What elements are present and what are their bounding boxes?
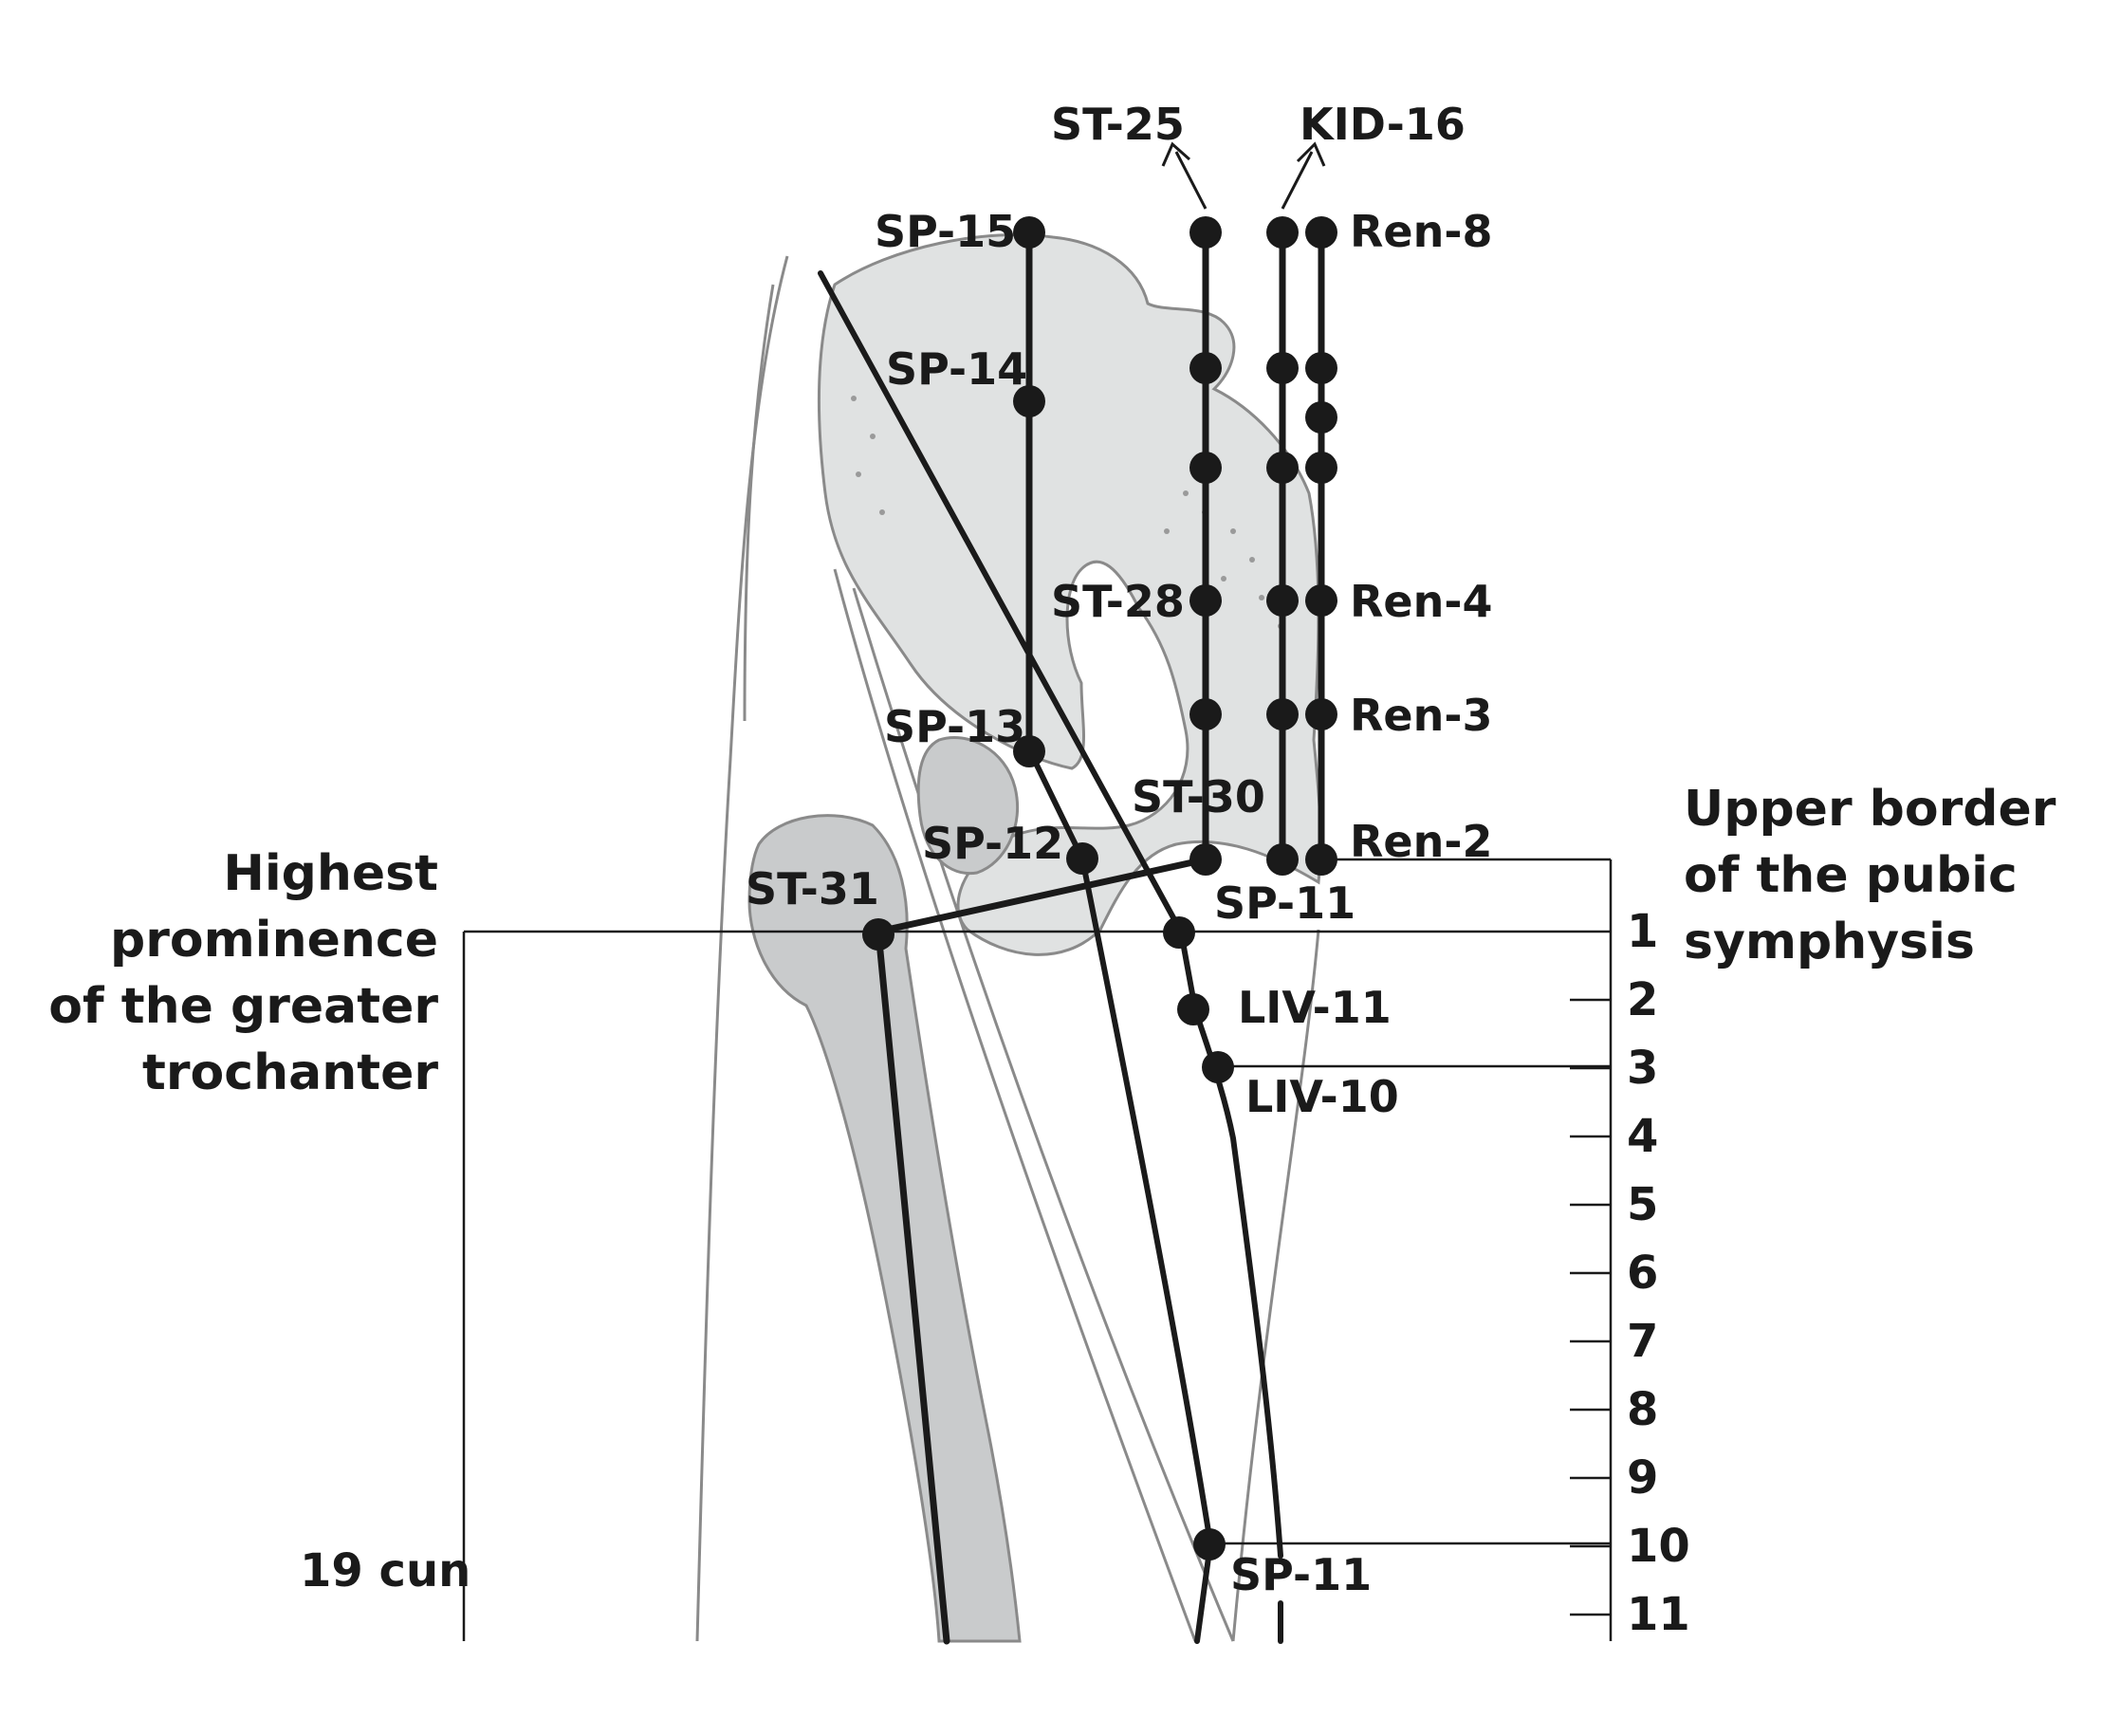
scale-label-1: 1 <box>1627 905 1658 958</box>
acupoint-dot-sp14 <box>1013 385 1045 417</box>
acupoint-dot-ren2 <box>1305 843 1337 876</box>
acupoint-dot-sp15 <box>1013 216 1045 249</box>
acupoint-dot-liv10 <box>1202 1051 1234 1083</box>
right-caption-line-1: Upper border <box>1684 781 2056 838</box>
acupoint-dot-st-col-top <box>1189 216 1222 249</box>
scale-label-2: 2 <box>1627 973 1658 1026</box>
right-caption: Upper border of the pubic symphysis <box>1684 781 2056 970</box>
scale-label-3: 3 <box>1627 1042 1658 1095</box>
acupoint-dot-sp12 <box>1066 842 1098 875</box>
acupoint-dot-st28 <box>1189 584 1222 617</box>
liver-line <box>818 270 1283 1559</box>
acupoint-dot-kid-col-4 <box>1266 452 1299 484</box>
reference-lines <box>462 858 1613 1641</box>
left-caption-line-4: trochanter <box>142 1044 438 1101</box>
right-caption-line-2: of the pubic <box>1684 847 2018 904</box>
left-caption-line-2: prominence <box>110 912 438 969</box>
acupoint-dots <box>862 216 1337 1561</box>
scale-label-9: 9 <box>1627 1451 1658 1505</box>
acupoint-dot-st30 <box>1189 843 1222 876</box>
label-st28: ST-28 <box>1051 576 1185 627</box>
label-sp14: SP-14 <box>886 343 1027 395</box>
acupoint-dot-ren8 <box>1305 216 1337 249</box>
label-sp12: SP-12 <box>922 818 1063 869</box>
arrows <box>1161 141 1326 210</box>
femur-bone <box>747 814 1022 1643</box>
cun-label: 19 cun <box>300 1544 470 1597</box>
scale-label-6: 6 <box>1627 1247 1658 1300</box>
scale-labels: 1 2 3 4 5 6 7 8 9 10 11 <box>1627 905 1690 1641</box>
scale-label-8: 8 <box>1627 1383 1658 1436</box>
acupoint-dot-ren-col-2 <box>1305 352 1337 384</box>
acupoint-dot-sp11-lower <box>1193 1528 1226 1561</box>
left-caption-line-1: Highest <box>223 845 438 902</box>
acupoint-dot-ren-col-3 <box>1305 401 1337 434</box>
label-st30: ST-30 <box>1132 771 1265 822</box>
acupoint-dot-st-col-2 <box>1189 352 1222 384</box>
spleen-line-descending <box>1026 747 1214 1644</box>
acupoint-dot-ren3 <box>1305 698 1337 730</box>
label-ren4: Ren-4 <box>1350 576 1492 627</box>
label-st25: ST-25 <box>1051 99 1185 150</box>
acupoint-dot-ren4 <box>1305 584 1337 617</box>
label-sp13: SP-13 <box>884 701 1025 752</box>
acupoint-dot-kid-col-5 <box>1266 584 1299 617</box>
thigh-outline <box>695 255 1320 1642</box>
meridian-lines <box>818 229 1325 1645</box>
label-liv11: LIV-11 <box>1238 982 1392 1033</box>
scale-ticks <box>1570 998 1611 1616</box>
right-caption-line-3: symphysis <box>1684 914 1975 970</box>
acupoint-dot-st31 <box>862 918 894 951</box>
label-ren8: Ren-8 <box>1350 206 1492 257</box>
acupoint-dot-st-col-4 <box>1189 452 1222 484</box>
left-caption-line-3: of the greater <box>48 978 438 1035</box>
left-caption: Highest prominence of the greater trocha… <box>48 845 438 1101</box>
label-liv10: LIV-10 <box>1245 1071 1399 1122</box>
label-ren2: Ren-2 <box>1350 816 1492 867</box>
acupoint-dot-kid-col-6 <box>1266 698 1299 730</box>
label-sp11-upper: SP-11 <box>1214 877 1355 929</box>
label-ren3: Ren-3 <box>1350 690 1492 741</box>
label-kid16: KID-16 <box>1300 99 1466 150</box>
label-sp15: SP-15 <box>875 206 1016 257</box>
label-sp11-lower: SP-11 <box>1230 1549 1372 1600</box>
acupoint-dot-liv11 <box>1177 993 1209 1025</box>
scale-label-11: 11 <box>1627 1588 1690 1641</box>
acupoint-dot-ren-col-4 <box>1305 452 1337 484</box>
acupoint-dot-sp13 <box>1013 735 1045 767</box>
point-labels: ST-25 KID-16 SP-15 Ren-8 SP-14 ST-28 Ren… <box>746 99 1492 1600</box>
acupoint-dot-kid-col-7 <box>1266 843 1299 876</box>
acupoint-dot-kid-col-top <box>1266 216 1299 249</box>
scale-label-5: 5 <box>1627 1178 1658 1231</box>
scale-label-7: 7 <box>1627 1315 1658 1368</box>
acupoint-dot-kid-col-2 <box>1266 352 1299 384</box>
acupoint-dot-st-col-6 <box>1189 698 1222 730</box>
label-st31: ST-31 <box>746 863 879 914</box>
scale-label-10: 10 <box>1627 1520 1690 1573</box>
acupoint-dot-sp11-upper <box>1163 916 1195 949</box>
scale-label-4: 4 <box>1627 1110 1658 1163</box>
